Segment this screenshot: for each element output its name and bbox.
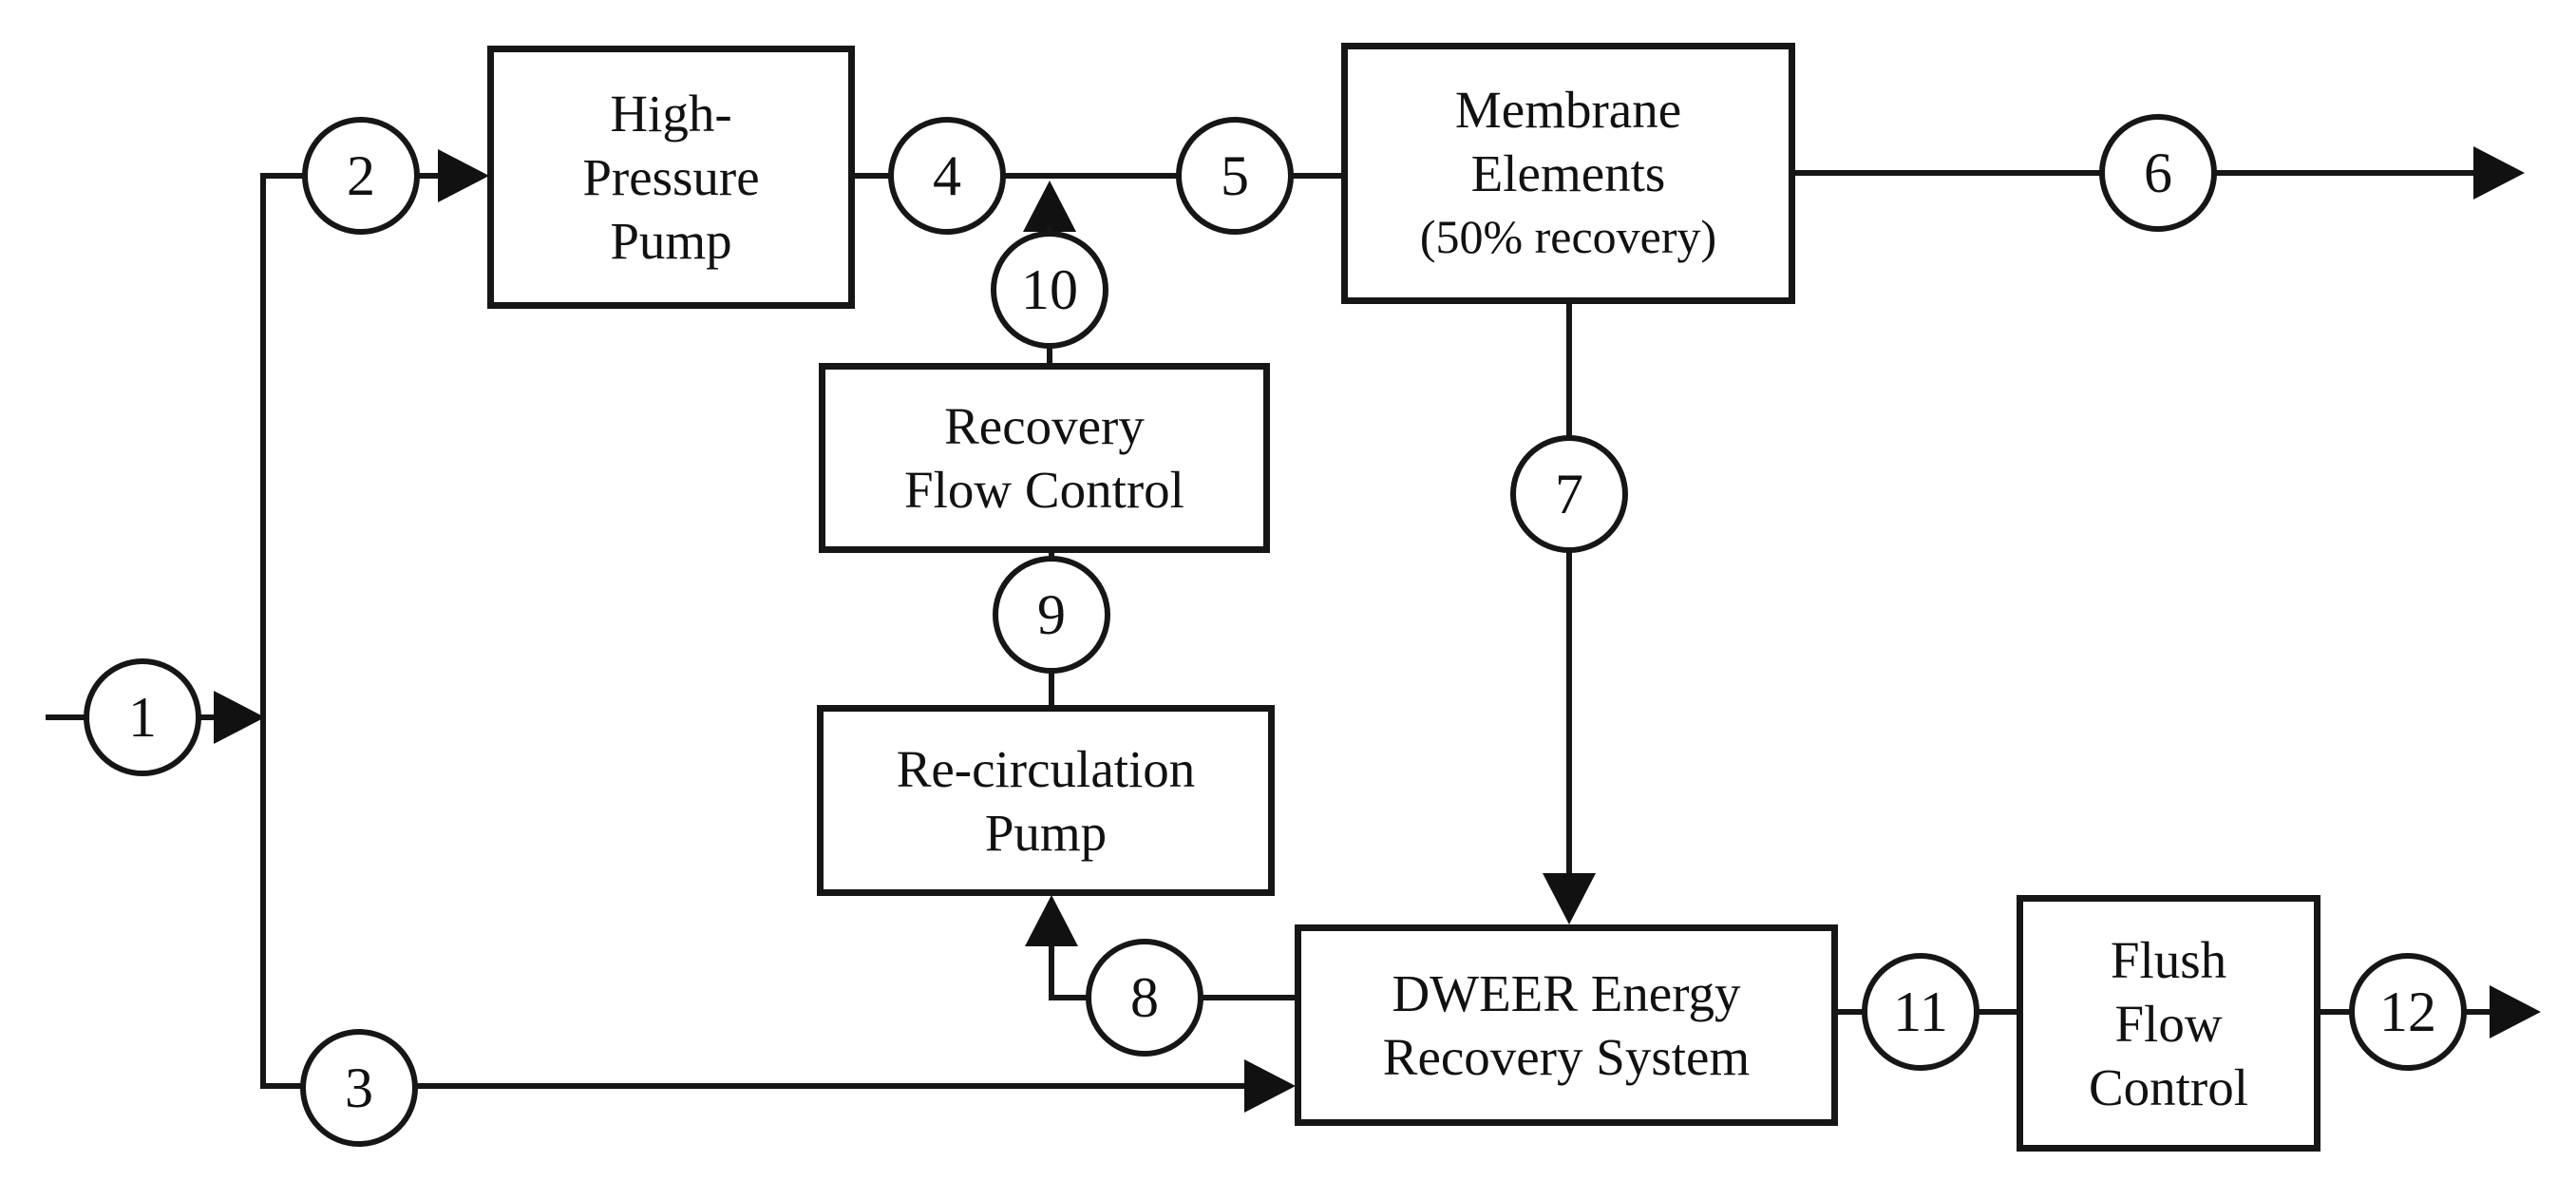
line-dweer-to-11 [1836,1009,1865,1015]
line-7-to-dweer [1566,551,1572,876]
box-label-line: Pump [610,212,732,270]
stream-number: 5 [1221,144,1249,207]
stream-node-8: 8 [1086,939,1203,1057]
stream-number: 4 [933,144,961,207]
box-label-line: Membrane [1454,81,1682,139]
stream-node-1: 1 [84,658,201,776]
line-10-to-recovery-flow-control [1047,347,1052,366]
box-label-line: Flow [2114,994,2223,1053]
box-label-line: Control [2088,1057,2249,1116]
line-11-to-flush [1978,1009,2018,1015]
line-12-to-out [2464,1009,2492,1015]
line-membrane-to-7 [1566,302,1572,437]
box-label-line: Pressure [582,148,760,206]
line-membrane-to-6 [1793,170,2101,176]
line-8-elbow [1049,995,1089,1000]
arrowhead-10-into-line-4-5 [1023,181,1076,232]
stream-number: 8 [1130,966,1159,1029]
box-flush-flow-control: Flush Flow Control [2017,895,2320,1152]
stream-node-10: 10 [991,231,1108,349]
line-dweer-to-8 [1202,995,1297,1000]
box-label-line: Flush [2110,930,2227,989]
stream-number: 7 [1555,463,1583,525]
line-2-to-hp-pump [418,173,441,179]
stream-number: 10 [1021,258,1078,321]
box-label-line: Re-circulation [896,739,1196,798]
stream-number: 3 [345,1057,373,1119]
stream-number: 12 [2379,981,2436,1043]
stream-node-3: 3 [300,1029,418,1147]
arrowhead-into-dweer-left [1244,1059,1296,1113]
box-label-line: (50% recovery) [1419,210,1717,263]
line-hp-pump-to-4 [853,173,891,179]
arrowhead-into-hp-pump [438,149,489,202]
stream-number: 2 [347,144,375,207]
arrowhead-into-split-junction [214,691,265,744]
box-recirculation-pump: Re-circulation Pump [817,705,1275,896]
line-recovery-flow-control-to-9 [1049,551,1054,559]
line-split-to-3 [260,1083,302,1089]
stream-node-7: 7 [1510,435,1628,553]
arrowhead-into-dweer-top [1543,873,1596,924]
box-label-line: DWEER Energy [1392,964,1741,1022]
line-5-to-membrane [1292,173,1343,179]
stream-node-6: 6 [2099,114,2217,232]
line-feed-inlet [46,714,85,720]
stream-number: 6 [2144,142,2172,204]
stream-node-5: 5 [1176,117,1294,235]
arrowhead-into-recirc-pump [1025,895,1078,946]
stream-number: 9 [1037,583,1066,646]
box-label-line: High- [610,85,732,143]
line-9-to-recirc-pump [1049,672,1054,708]
stream-node-11: 11 [1862,953,1979,1071]
line-split-trunk [260,173,266,1089]
line-4-to-5 [1004,173,1179,179]
line-split-to-2 [260,173,304,179]
box-membrane-elements: Membrane Elements (50% recovery) [1341,43,1795,304]
box-label-line: Recovery [944,397,1145,455]
box-high-pressure-pump: High- Pressure Pump [487,46,855,309]
arrowhead-permeate-out [2473,146,2525,200]
line-8-riser [1049,945,1054,1000]
box-dweer-energy-recovery-system: DWEER Energy Recovery System [1295,924,1838,1126]
stream-node-4: 4 [888,117,1006,235]
box-recovery-flow-control: Recovery Flow Control [819,363,1270,553]
arrowhead-brine-out [2490,985,2541,1038]
stream-node-2: 2 [302,117,420,235]
line-6-to-out [2215,170,2475,176]
box-label-line: Elements [1470,144,1666,202]
box-label-line: Pump [984,803,1108,862]
stream-node-12: 12 [2349,953,2467,1071]
stream-node-9: 9 [993,556,1110,674]
stream-number: 1 [128,686,157,749]
box-label-line: Recovery System [1382,1028,1751,1086]
box-label-line: Flow Control [904,461,1184,519]
line-flush-to-12 [2319,1009,2352,1015]
stream-number: 11 [1893,981,1948,1043]
line-3-to-dweer [416,1083,1246,1089]
line-1-to-split [199,714,220,720]
